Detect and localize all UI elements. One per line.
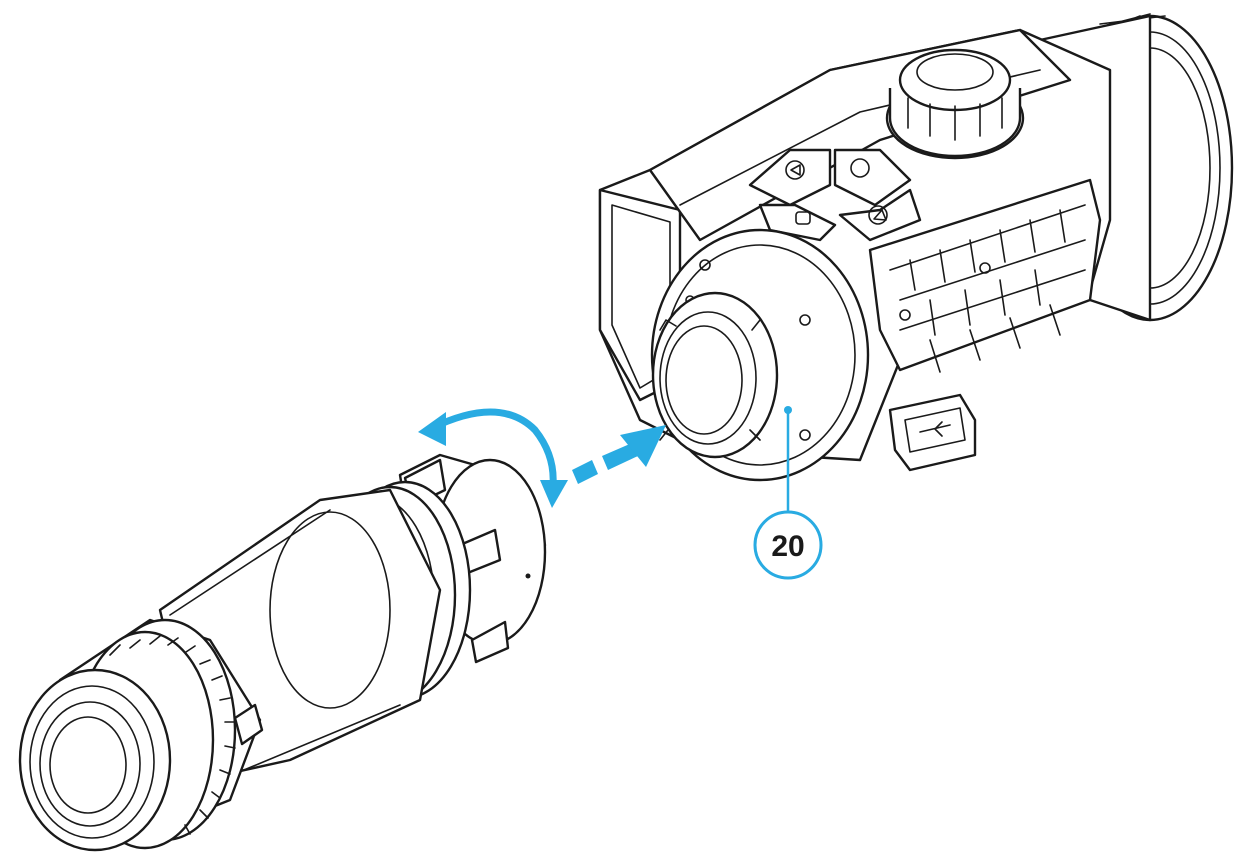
picatinny-rail (868, 178, 1102, 373)
usb-icon (919, 421, 951, 437)
rotate-arrow-icon (418, 408, 568, 508)
callout-20: 20 (753, 406, 823, 580)
callout-20-label: 20 (771, 530, 804, 563)
usb-port-cover (888, 393, 977, 472)
control-buttons (748, 148, 922, 242)
insert-arrow-icon (572, 425, 666, 484)
control-knob (885, 48, 1025, 160)
device-body (598, 13, 1234, 482)
lens-mount (651, 291, 779, 459)
lens-assembly (18, 453, 547, 852)
eyepiece (18, 668, 172, 852)
